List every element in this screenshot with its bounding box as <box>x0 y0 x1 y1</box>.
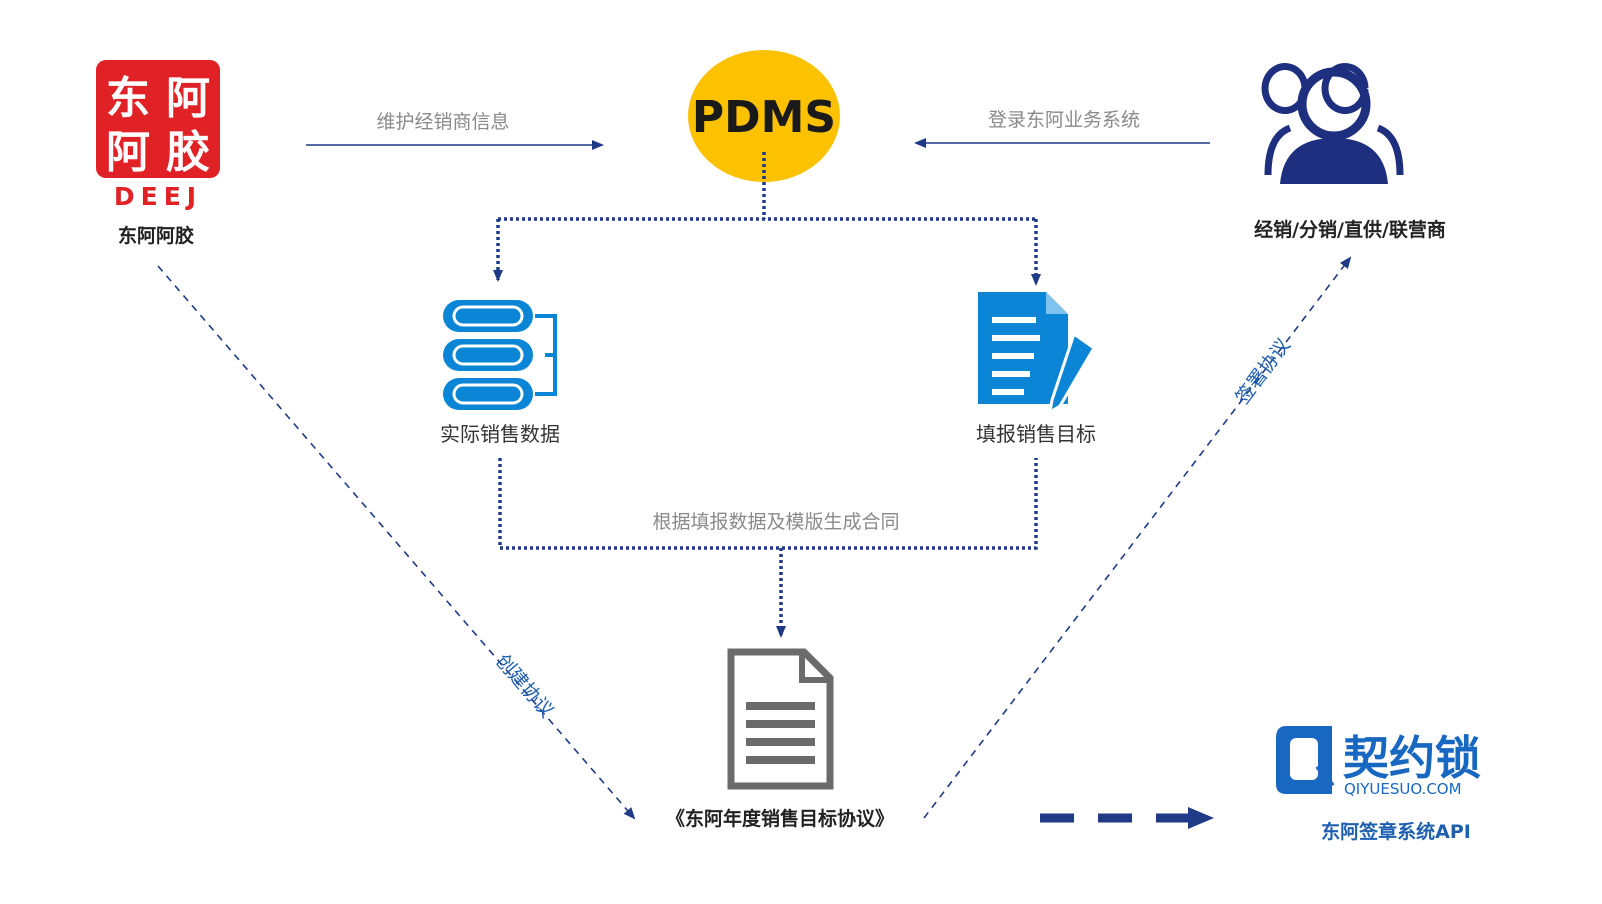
edge-label-sign-agreement: 签署协议 <box>1232 334 1295 408</box>
deej-seal-char-4: 胶 <box>166 127 210 178</box>
database-icon <box>443 300 557 410</box>
pdms-label: PDMS <box>692 92 836 143</box>
qiyuesuo-brand-url: QIYUESUO.COM <box>1344 780 1462 798</box>
people-main-head <box>1297 67 1371 141</box>
edge-label-maintain-info: 维护经销商信息 <box>376 111 509 133</box>
db-disk-2 <box>443 339 533 371</box>
agreement-sheet <box>727 648 834 790</box>
qiyuesuo-logo: 契约锁 QIYUESUO.COM <box>1276 726 1481 798</box>
edge-label-generate-contract: 根据填报数据及模版生成合同 <box>652 511 899 533</box>
db-disk-3 <box>443 378 533 410</box>
people-side-head-left <box>1261 63 1309 114</box>
agreement-document-icon <box>727 648 834 790</box>
form-sheet-fold <box>1046 292 1068 314</box>
deej-seal-char-3: 阿 <box>106 127 150 178</box>
pdms-ellipse <box>688 50 840 182</box>
signing-api-label: 东阿签章系统API <box>1321 820 1471 843</box>
people-side-body-left <box>1264 124 1292 176</box>
db-bracket <box>535 314 557 396</box>
actual-sales-label: 实际销售数据 <box>440 422 560 446</box>
edge-label-create-agreement: 创建协议 <box>491 650 557 722</box>
target-sales-label: 填报销售目标 <box>976 422 1096 446</box>
document-pen-icon <box>978 292 1096 415</box>
deej-wordmark: DEEJ <box>114 182 202 211</box>
pdms-branch-connector <box>493 152 1041 286</box>
partners-label: 经销/分销/直供/联营商 <box>1254 218 1446 241</box>
deej-seal-char-1: 东 <box>106 73 150 124</box>
pdms-node: PDMS <box>688 50 840 182</box>
deej-seal-background <box>96 60 220 178</box>
people-main-body <box>1280 138 1388 184</box>
agreement-label: 《东阿年度销售目标协议》 <box>666 807 894 830</box>
deej-seal-char-2: 阿 <box>166 73 210 124</box>
deej-label: 东阿阿胶 <box>118 224 194 247</box>
people-side-head-right <box>1321 63 1369 114</box>
merge-bracket <box>498 458 1038 550</box>
people-icon <box>1261 63 1404 176</box>
people-side-body-right <box>1376 124 1404 176</box>
db-disk-1 <box>443 300 533 332</box>
edge-label-login-system: 登录东阿业务系统 <box>988 109 1140 131</box>
qiyuesuo-brand-cn: 契约锁 <box>1343 731 1481 785</box>
edge-create-agreement <box>157 265 636 820</box>
pen-icon <box>1047 331 1096 415</box>
merge-connector <box>498 458 1038 638</box>
deej-logo: 东 阿 阿 胶 DEEJ <box>96 60 220 211</box>
edge-sign-agreement <box>923 256 1352 819</box>
